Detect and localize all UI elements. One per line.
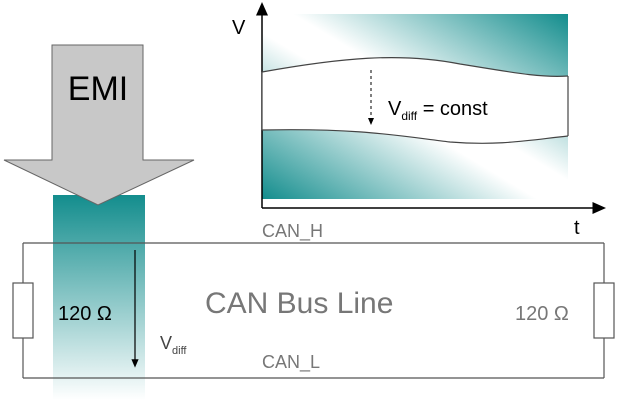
right-resistor-label: 120 Ω	[515, 303, 569, 325]
can-h-signal-trace	[261, 57, 569, 77]
vdiff-const-sub: diff	[401, 109, 417, 123]
vdiff-bus-label: Vdiff	[160, 333, 187, 357]
left-resistor-label: 120 Ω	[58, 303, 112, 325]
vdiff-const-label: Vdiff = const	[388, 98, 488, 123]
left-termination-resistor	[12, 282, 34, 339]
signal-band-fill	[262, 57, 568, 144]
can-h-label: CAN_H	[262, 221, 323, 242]
right-termination-resistor	[593, 282, 615, 339]
can-l-signal-trace	[261, 129, 569, 144]
emi-arrow	[3, 44, 195, 206]
bus-title: CAN Bus Line	[205, 287, 393, 320]
can-l-label: CAN_L	[262, 352, 320, 373]
vdiff-const-rest: = const	[417, 98, 488, 120]
vdiff-bus-main: V	[160, 333, 172, 353]
vdiff-const-main: V	[388, 98, 402, 120]
y-axis-label: V	[232, 17, 246, 39]
emi-label: EMI	[68, 70, 128, 108]
vdiff-bus-sub: diff	[172, 345, 187, 357]
x-axis-label: t	[574, 217, 580, 239]
emi-field-region	[53, 195, 145, 400]
